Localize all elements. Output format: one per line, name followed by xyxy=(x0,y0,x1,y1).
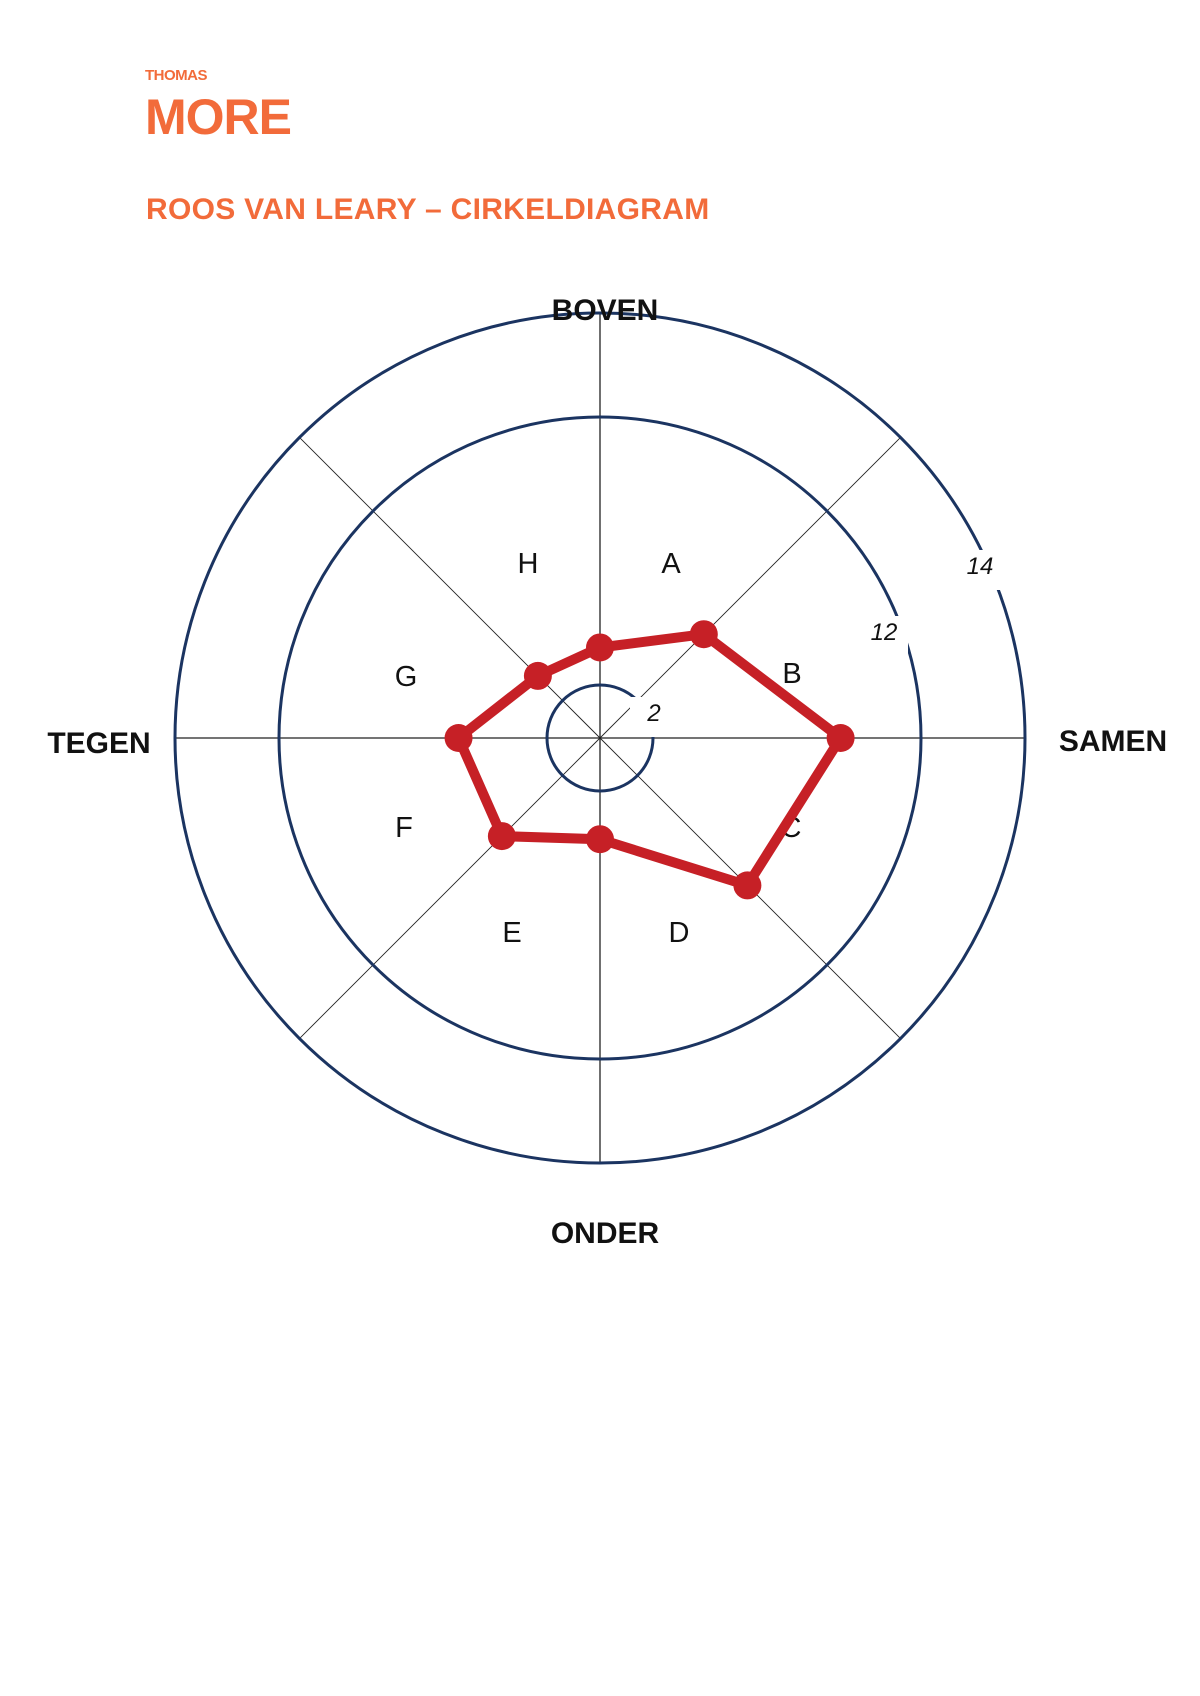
ring-2 xyxy=(545,683,655,793)
spoke-bottom-left xyxy=(299,737,601,1039)
data-point-bottom xyxy=(586,825,614,854)
sector-label-A: A xyxy=(661,548,681,580)
ring-label-gap xyxy=(860,616,908,656)
data-point-bottom-right xyxy=(733,871,762,900)
page-title: ROOS VAN LEARY – CIRKELDIAGRAM xyxy=(146,193,710,226)
ring-label: 12 xyxy=(871,619,898,646)
logo-top-text: THOMAS xyxy=(145,67,208,84)
ring-14 xyxy=(173,311,1027,1165)
data-point-right xyxy=(826,724,855,752)
sector-label-E: E xyxy=(502,917,521,949)
axis-label-right: SAMEN xyxy=(1059,725,1167,758)
ring-label-gap xyxy=(956,550,1004,590)
sector-label-G: G xyxy=(395,661,418,693)
sector-label-H: H xyxy=(518,548,539,580)
data-point-top-right xyxy=(689,620,718,649)
ring-label: 2 xyxy=(646,700,660,727)
axis-label-top: BOVEN xyxy=(552,294,659,327)
ring-label: 14 xyxy=(967,553,994,580)
sector-label-F: F xyxy=(395,812,413,844)
sector-label-B: B xyxy=(782,658,801,690)
spoke-top-right xyxy=(599,437,901,739)
data-point-left xyxy=(444,724,473,752)
axis-label-bottom: ONDER xyxy=(551,1217,660,1250)
data-point-top-left xyxy=(523,661,552,690)
ring-12 xyxy=(277,415,923,1061)
axis-label-left: TEGEN xyxy=(47,727,150,760)
sector-label-D: D xyxy=(669,917,690,949)
logo-main-text: MORE xyxy=(145,89,292,145)
ring-label-gap xyxy=(630,697,678,737)
thomas-more-logo: THOMAS MORE xyxy=(145,66,292,146)
data-point-top xyxy=(586,633,614,662)
spoke-top-left xyxy=(299,437,601,739)
data-point-bottom-left xyxy=(487,822,516,851)
